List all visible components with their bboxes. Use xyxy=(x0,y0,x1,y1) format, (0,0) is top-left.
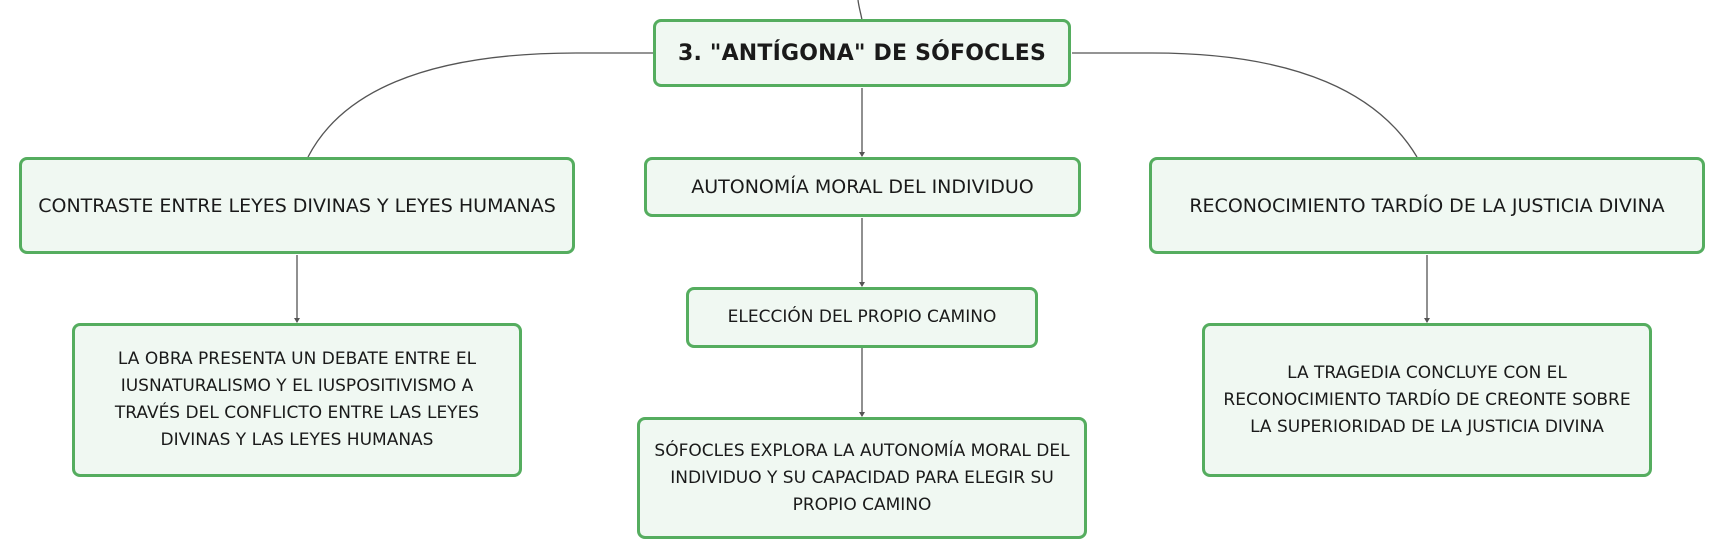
detail-node-creon-recognition[interactable]: LA TRAGEDIA CONCLUYE CON EL RECONOCIMIEN… xyxy=(1202,323,1652,477)
detail-node-text: ELECCIÓN DEL PROPIO CAMINO xyxy=(727,307,997,327)
branch-node-divine-justice[interactable]: RECONOCIMIENTO TARDÍO DE LA JUSTICIA DIV… xyxy=(1149,157,1705,254)
detail-node-text: LA OBRA PRESENTA UN DEBATE ENTRE EL IUSN… xyxy=(114,349,480,450)
detail-node-text: LA TRAGEDIA CONCLUYE CON EL RECONOCIMIEN… xyxy=(1223,362,1631,437)
root-node-label: 3. "ANTÍGONA" DE SÓFOCLES xyxy=(678,40,1046,66)
arrowhead-center-branch xyxy=(859,152,865,157)
arrowhead-choice xyxy=(859,282,865,287)
branch-node-label: RECONOCIMIENTO TARDÍO DE LA JUSTICIA DIV… xyxy=(1189,194,1665,217)
connector-incoming-root xyxy=(857,0,863,21)
arrowhead-right-detail xyxy=(1424,318,1430,323)
branch-node-label: AUTONOMÍA MORAL DEL INDIVIDUO xyxy=(691,176,1034,198)
connector-root-to-left-branch xyxy=(307,52,654,158)
root-node[interactable]: 3. "ANTÍGONA" DE SÓFOCLES xyxy=(653,19,1071,87)
arrowhead-center-detail xyxy=(859,412,865,417)
connector-root-to-right-branch xyxy=(1072,52,1418,158)
arrowhead-left-detail xyxy=(294,318,300,323)
branch-node-moral-autonomy[interactable]: AUTONOMÍA MORAL DEL INDIVIDUO xyxy=(644,157,1081,217)
branch-node-label: CONTRASTE ENTRE LEYES DIVINAS Y LEYES HU… xyxy=(38,194,556,217)
detail-node-text: SÓFOCLES EXPLORA LA AUTONOMÍA MORAL DEL … xyxy=(654,440,1070,515)
branch-node-divine-vs-human-laws[interactable]: CONTRASTE ENTRE LEYES DIVINAS Y LEYES HU… xyxy=(19,157,575,254)
detail-node-iusnaturalism-debate[interactable]: LA OBRA PRESENTA UN DEBATE ENTRE EL IUSN… xyxy=(72,323,522,477)
detail-node-choice-of-path[interactable]: ELECCIÓN DEL PROPIO CAMINO xyxy=(686,287,1038,348)
detail-node-moral-autonomy-explanation[interactable]: SÓFOCLES EXPLORA LA AUTONOMÍA MORAL DEL … xyxy=(637,417,1087,539)
